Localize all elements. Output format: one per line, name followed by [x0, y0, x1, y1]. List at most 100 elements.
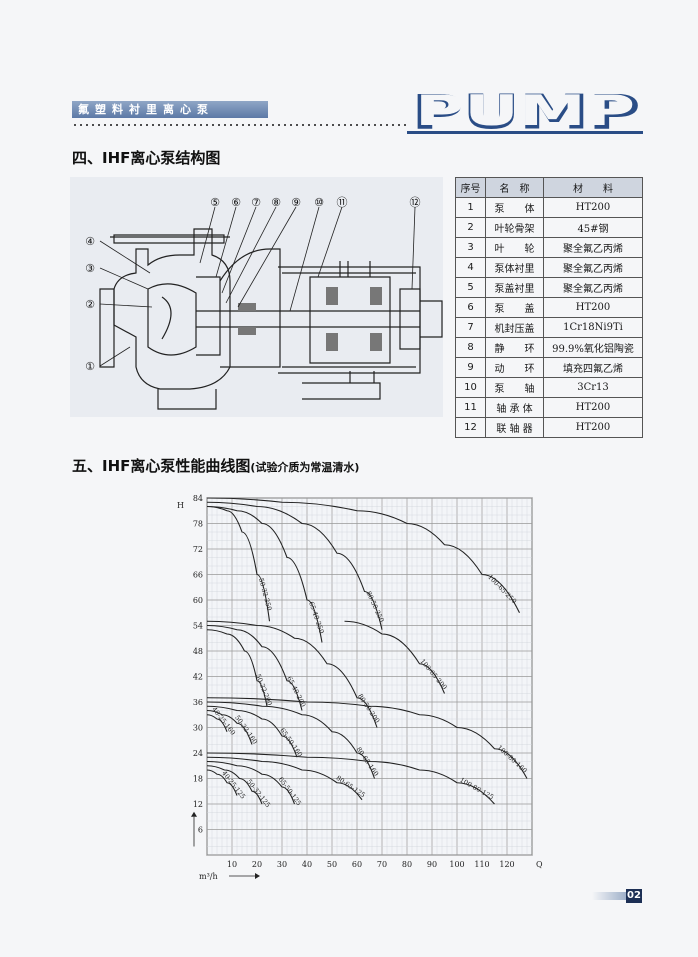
- cell-no: 10: [455, 377, 486, 398]
- series-curve: [206, 714, 228, 732]
- y-tick-label: 78: [193, 520, 203, 529]
- cell-name: 轴 承 体: [485, 397, 544, 418]
- series-curve: [206, 705, 298, 758]
- cell-name: 叶轮骨架: [485, 217, 544, 238]
- pump-logo-text: PUMP: [412, 88, 640, 132]
- y-tick-label: 60: [193, 596, 203, 605]
- y-tick-label: 72: [193, 545, 203, 554]
- series-curve: [206, 501, 383, 630]
- col-header-material: 材 料: [543, 177, 643, 198]
- cell-no: 6: [455, 297, 486, 318]
- cell-name: 联 轴 器: [485, 417, 544, 438]
- x-tick-label: 10: [227, 860, 237, 869]
- x-tick-label: 120: [499, 860, 514, 869]
- col-header-no: 序号: [455, 177, 486, 198]
- callout-5: ⑤: [210, 196, 220, 209]
- x-tick-label: 110: [474, 860, 489, 869]
- callout-1: ①: [85, 360, 95, 373]
- series-curve: [206, 701, 376, 779]
- cell-no: 9: [455, 357, 486, 378]
- callout-7: ⑦: [251, 196, 261, 209]
- callout-10: ⑩: [314, 196, 324, 209]
- series-curve: [206, 629, 268, 707]
- series-curve: [206, 505, 323, 643]
- cell-no: 1: [455, 197, 486, 218]
- x-tick-label: 40: [302, 860, 312, 869]
- pump-logo: PUMP PUMP: [412, 88, 641, 132]
- series-curve: [206, 505, 271, 622]
- series-curve: [206, 697, 528, 779]
- callout-12: ⑫: [410, 196, 421, 209]
- x-tick-label: 90: [427, 860, 437, 869]
- cell-no: 4: [455, 257, 486, 278]
- series-curve: [206, 765, 263, 805]
- parts-table-header: 序号 名 称 材 料: [455, 177, 643, 198]
- cell-material: 聚全氟乙丙烯: [543, 257, 643, 278]
- cell-name: 泵 体: [485, 197, 544, 218]
- cell-no: 3: [455, 237, 486, 258]
- y-axis-arrowhead: [191, 811, 197, 817]
- cell-material: 1Cr18Ni9Ti: [543, 317, 643, 338]
- cell-no: 12: [455, 417, 486, 438]
- cell-name: 泵盖衬里: [485, 277, 544, 298]
- y-tick-label: 48: [193, 647, 203, 656]
- series-curve: [206, 769, 238, 796]
- pump-structure-drawing: ① ② ③ ④ ⑤ ⑥ ⑦ ⑧ ⑨ ⑩ ⑪ ⑫: [70, 177, 443, 417]
- page-number: 02: [626, 889, 642, 903]
- y-tick-label: 66: [193, 571, 203, 580]
- cell-name: 静 环: [485, 337, 544, 358]
- y-tick-label: 84: [193, 494, 203, 503]
- cell-material: 填充四氟乙烯: [543, 357, 643, 378]
- series-curve: [206, 756, 363, 801]
- cell-material: HT200: [543, 197, 643, 218]
- cell-no: 5: [455, 277, 486, 298]
- cell-name: 叶 轮: [485, 237, 544, 258]
- pump-logo-inner: PUMP: [415, 88, 635, 132]
- y-tick-label: 36: [193, 698, 203, 707]
- series-curve: [206, 709, 253, 745]
- x-axis-arrowhead: [255, 873, 260, 879]
- x-tick-label: 100: [449, 860, 464, 869]
- header-dotted-rule: [72, 124, 407, 126]
- callout-6: ⑥: [231, 196, 241, 209]
- series-curve: [206, 760, 296, 805]
- x-tick-label: 30: [277, 860, 287, 869]
- cell-name: 泵 盖: [485, 297, 544, 318]
- section4-title: 四、IHF离心泵结构图: [72, 149, 221, 167]
- x-tick-label: 80: [402, 860, 412, 869]
- cell-no: 11: [455, 397, 486, 418]
- y-axis-label: H: [177, 501, 184, 510]
- cell-no: 2: [455, 217, 486, 238]
- cell-material: 聚全氟乙丙烯: [543, 277, 643, 298]
- series-curve: [206, 497, 520, 613]
- y-tick-label: 42: [193, 673, 203, 682]
- cell-no: 7: [455, 317, 486, 338]
- cell-material: 99.9%氧化铝陶瓷: [543, 337, 643, 358]
- header-band-text: 氟塑料衬里离心泵: [78, 103, 214, 116]
- header-rule: [407, 131, 643, 134]
- x-tick-label: 20: [252, 860, 262, 869]
- page-number-badge: 02: [592, 889, 642, 903]
- y-tick-label: 24: [193, 749, 203, 758]
- cell-name: 机封压盖: [485, 317, 544, 338]
- y-tick-label: 6: [198, 826, 203, 835]
- callout-8: ⑧: [271, 196, 281, 209]
- series-curve: [206, 624, 303, 711]
- callout-2: ②: [85, 298, 95, 311]
- callout-11: ⑪: [337, 196, 348, 209]
- cell-name: 泵 轴: [485, 377, 544, 398]
